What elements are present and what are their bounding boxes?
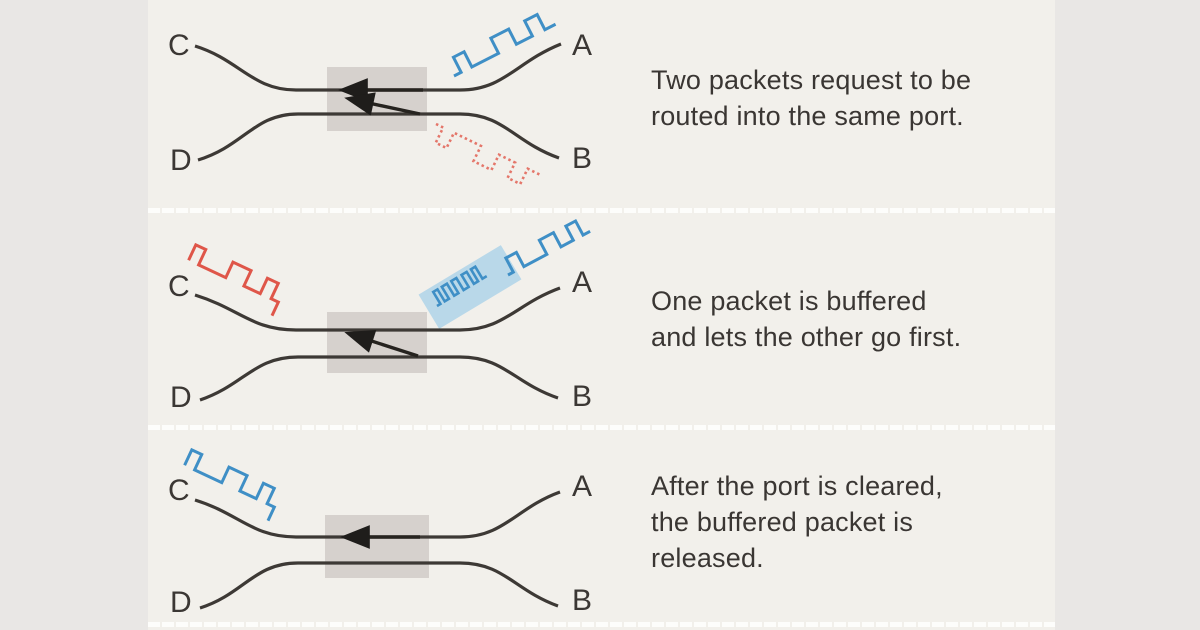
port-label-d: D [170, 381, 192, 414]
caption-step-3: After the port is cleared, the buffered … [651, 471, 943, 573]
port-label-d: D [170, 586, 192, 619]
port-label-d: D [170, 144, 192, 177]
port-label-a: A [572, 29, 592, 62]
upper-wire-c-a [194, 490, 561, 539]
buffered-blue-packet-compressed-wave [431, 264, 488, 308]
panel-step-1: C D A B Two packets request to be routed… [148, 0, 1055, 208]
red-packet-wave [187, 242, 281, 317]
panel-divider [148, 622, 1055, 627]
switch-diagram-step-2: C D A B [168, 218, 592, 414]
panel-step-3: C D A B After the port is cleared, the b… [148, 430, 1055, 622]
port-label-c: C [168, 474, 190, 507]
blue-packet-wave [183, 447, 277, 522]
panel-step-2: C D A B One packet is buffered and lets … [148, 213, 1055, 425]
lower-wire-d-b [199, 561, 559, 610]
port-label-b: B [572, 142, 592, 175]
route-arrow-b-to-c [344, 92, 421, 116]
switch-box [325, 515, 429, 578]
blue-packet-wave [451, 12, 557, 78]
lower-wire-d-b [199, 355, 559, 402]
port-label-c: C [168, 270, 190, 303]
blue-packet-wave [503, 218, 591, 277]
caption-step-2: One packet is buffered and lets the othe… [651, 286, 962, 352]
port-label-b: B [572, 584, 592, 617]
panel-divider [148, 425, 1055, 430]
switch-diagram-step-3: C D A B [168, 447, 592, 619]
port-label-a: A [572, 266, 592, 299]
diagram-area: C D A B Two packets request to be routed… [148, 0, 1055, 630]
port-label-a: A [572, 470, 592, 503]
port-label-b: B [572, 380, 592, 413]
lower-wire-d-b [197, 112, 560, 162]
switch-box [327, 67, 427, 131]
upper-wire-c-a [194, 286, 561, 332]
caption-step-1: Two packets request to be routed into th… [651, 65, 972, 131]
route-arrow-b-to-c [344, 330, 419, 358]
panel-divider [148, 208, 1055, 213]
switch-diagram-step-1: C D A B [168, 12, 592, 186]
red-packet-wave-dotted [433, 122, 541, 186]
port-label-c: C [168, 29, 190, 62]
